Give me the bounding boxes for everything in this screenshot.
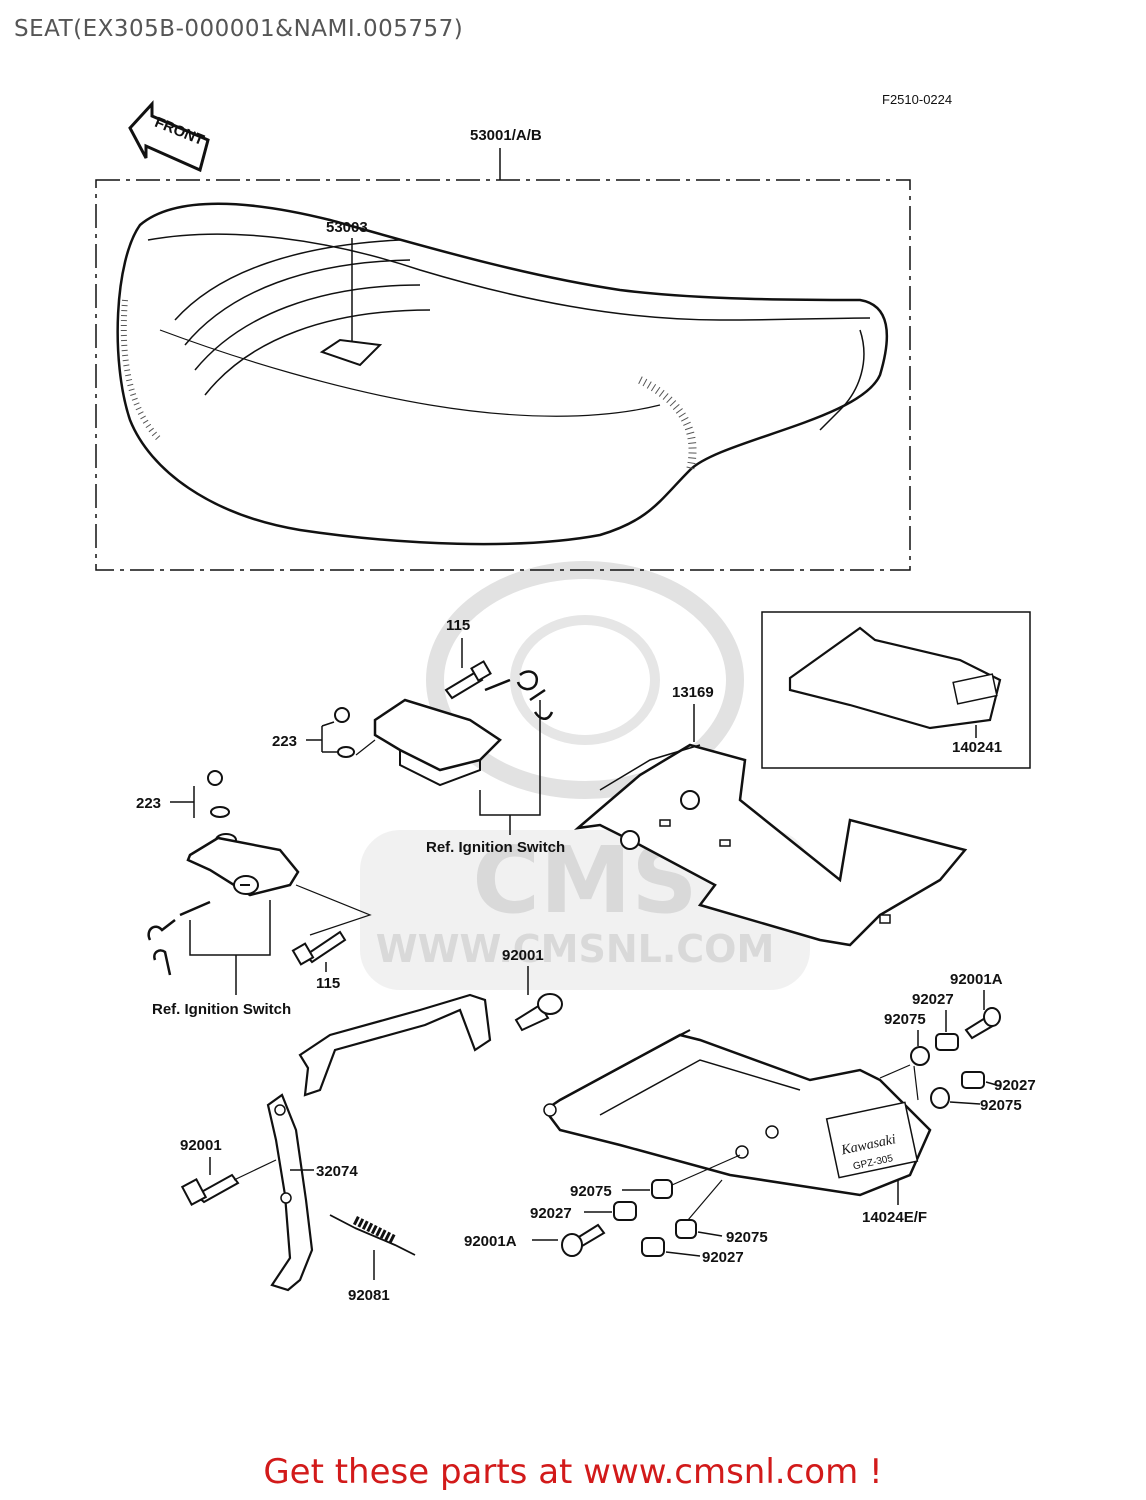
- ignition-switch-upper: 115 223 Ref. Ignition Switch: [272, 617, 565, 856]
- get-parts-link[interactable]: Get these parts at www.cmsnl.com !: [263, 1452, 883, 1492]
- label-92001-left: 92001: [180, 1137, 222, 1154]
- label-92027-b: 92027: [994, 1077, 1036, 1094]
- grab-rail-inset-icon: [788, 626, 1002, 730]
- switch-housing-upper-icon: [373, 698, 502, 772]
- label-13169: 13169: [672, 684, 714, 701]
- lever-rod-icon: [298, 993, 492, 1097]
- bracket-icon: [573, 743, 968, 947]
- seat-lock-lever: 92001 32074 92001 92081: [180, 947, 563, 1304]
- seat-icon: [116, 202, 889, 546]
- seat-assembly: 53001/A/B 53003: [95, 127, 911, 571]
- page-title: SEAT(EX305B-000001&NAMI.005757): [14, 16, 464, 42]
- bolt-icon: [444, 670, 484, 700]
- label-223-lower: 223: [136, 795, 161, 812]
- label-115-upper: 115: [446, 617, 470, 634]
- rail-hardware-right: 92001A 92027 92075 92027 92075: [879, 971, 1036, 1114]
- figure-code: F2510-0224: [882, 92, 952, 107]
- label-32074: 32074: [316, 1163, 358, 1180]
- label-92027-d: 92027: [702, 1249, 744, 1266]
- ref-ignition-switch-lower: Ref. Ignition Switch: [152, 1001, 291, 1018]
- switch-housing-lower-icon: [186, 836, 300, 897]
- label-223-upper: 223: [272, 733, 297, 750]
- key-icon: [484, 670, 539, 692]
- washer-icon: [337, 746, 355, 758]
- seat-emblem-icon: [319, 338, 383, 367]
- ref-ignition-switch-upper: Ref. Ignition Switch: [426, 839, 565, 856]
- screw-icon: [334, 707, 350, 723]
- label-92075-a: 92075: [884, 1011, 926, 1028]
- lever-plate-icon: [266, 1093, 314, 1292]
- label-92027-a: 92027: [912, 991, 954, 1008]
- label-92027-c: 92027: [530, 1205, 572, 1222]
- label-115-lower: 115: [316, 975, 340, 992]
- label-92081: 92081: [348, 1287, 390, 1304]
- label-92075-b: 92075: [980, 1097, 1022, 1114]
- spring-icon: [329, 1214, 416, 1256]
- front-direction-arrow-icon: FRONT: [128, 100, 210, 173]
- ignition-switch-lower: 223 Ref. Ignition Switch 115: [136, 770, 372, 1018]
- key-lower-icon: [147, 900, 211, 941]
- rail-hardware-left: 92075 92027 92001A 92075 92027: [464, 1154, 768, 1266]
- label-53001: 53001/A/B: [470, 127, 542, 144]
- watermark-url: WWW.CMSNL.COM: [376, 927, 775, 971]
- label-92075-d: 92075: [726, 1229, 768, 1246]
- label-92001A-left: 92001A: [464, 1233, 517, 1250]
- label-140241: 140241: [952, 739, 1002, 756]
- label-92001A-right: 92001A: [950, 971, 1003, 988]
- label-92075-c: 92075: [570, 1183, 612, 1200]
- label-14024EF: 14024E/F: [862, 1209, 927, 1226]
- label-53003: 53003: [326, 219, 368, 236]
- seat-bracket: 13169: [573, 684, 968, 947]
- label-92001-top: 92001: [502, 947, 544, 964]
- bolt-92001-icon: [514, 1003, 550, 1032]
- grab-rail-inset: 140241: [761, 611, 1031, 769]
